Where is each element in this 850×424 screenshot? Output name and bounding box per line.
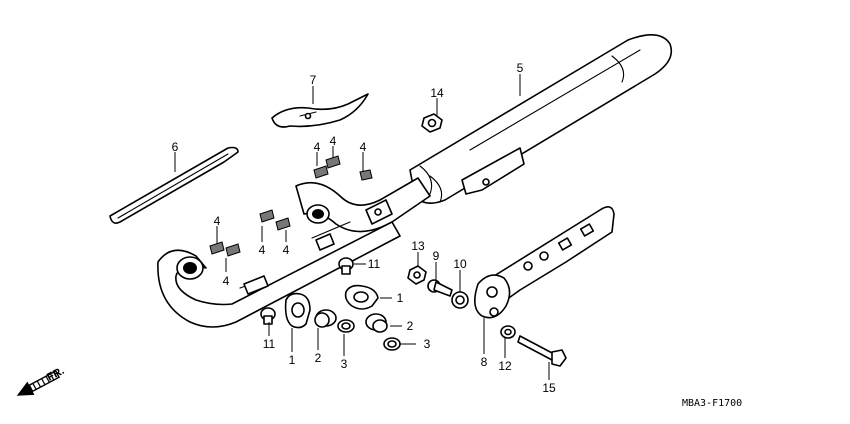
- collar-front: [314, 309, 337, 328]
- callout-9: 9: [433, 249, 440, 263]
- callout-3: 3: [341, 357, 348, 371]
- muffler-stay: [474, 206, 615, 319]
- callout-8: 8: [481, 355, 488, 369]
- callout-13: 13: [411, 239, 425, 253]
- callout-11: 11: [368, 257, 381, 271]
- callout-15: 15: [542, 381, 556, 395]
- gasket-front: [337, 319, 355, 333]
- callout-4: 4: [360, 140, 367, 154]
- bolt-11-upper: [338, 257, 354, 275]
- nut-13: [407, 265, 427, 285]
- callout-6: 6: [172, 140, 179, 154]
- callout-2: 2: [407, 319, 414, 333]
- callout-10: 10: [453, 257, 467, 271]
- bolt-11-lower: [260, 307, 276, 325]
- rear-exhaust-pipe: [295, 177, 431, 251]
- callout-4: 4: [259, 243, 266, 257]
- collar-rear: [365, 313, 388, 333]
- callouts: 5 7 14 6 4 4 4 4 4 4 4 11 1 2 3 11 1 2 3…: [172, 61, 556, 395]
- callout-7: 7: [310, 73, 317, 87]
- front-direction-marker: FR.: [16, 365, 66, 396]
- front-exhaust-pipe: [157, 221, 401, 328]
- front-label: FR.: [45, 365, 66, 384]
- callout-3: 3: [424, 337, 431, 351]
- callout-14: 14: [430, 86, 444, 100]
- heat-protector-rear: [271, 93, 369, 128]
- callout-4: 4: [214, 214, 221, 228]
- flange-front: [284, 292, 311, 329]
- callout-12: 12: [498, 359, 512, 373]
- callout-1: 1: [397, 291, 404, 305]
- flange-rear: [344, 284, 379, 310]
- callout-4: 4: [283, 243, 290, 257]
- leader-lines: [174, 74, 550, 380]
- callout-11: 11: [263, 337, 276, 351]
- callout-1: 1: [289, 353, 296, 367]
- bolt-9: [427, 279, 453, 297]
- callout-5: 5: [517, 61, 524, 75]
- callout-4: 4: [314, 140, 321, 154]
- washer-12: [500, 325, 516, 339]
- bolt-15: [517, 335, 567, 367]
- collar-10: [451, 291, 469, 309]
- nut-14: [421, 113, 443, 133]
- heat-protector-front: [109, 146, 239, 224]
- callout-4: 4: [223, 274, 230, 288]
- clips: [209, 155, 373, 257]
- gasket-rear: [383, 337, 401, 351]
- callout-2: 2: [315, 351, 322, 365]
- muffler: [409, 34, 673, 204]
- callout-4: 4: [330, 134, 337, 148]
- drawing-code: MBA3-F1700: [682, 398, 742, 409]
